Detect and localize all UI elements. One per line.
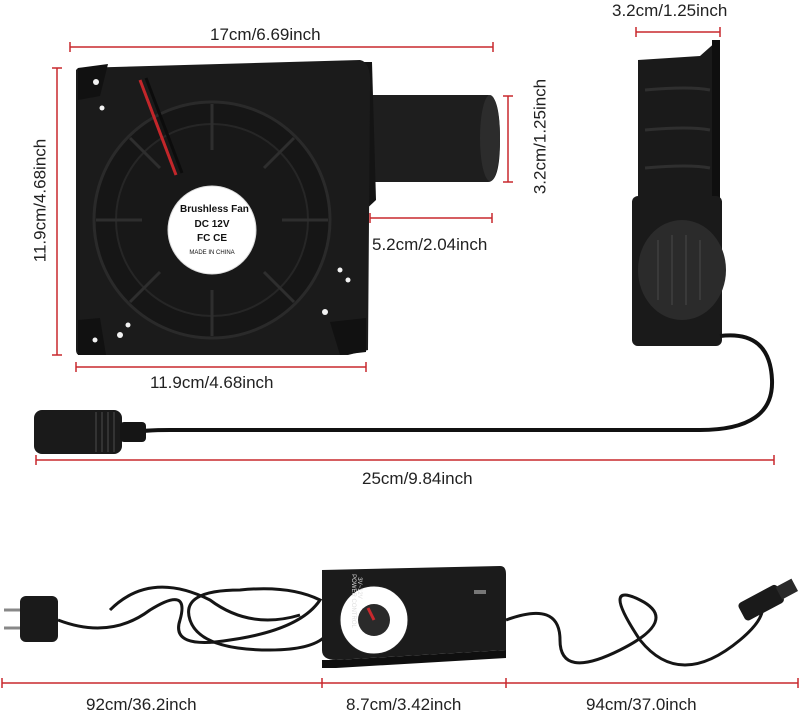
fan-label-line2: DC 12V bbox=[194, 219, 230, 230]
dim-cable-length: 25cm/9.84inch bbox=[362, 469, 473, 488]
fan-black-wire bbox=[144, 77, 184, 174]
fan-side-outlet-opening bbox=[638, 220, 726, 320]
input-cord bbox=[57, 587, 332, 652]
fan-side-body bbox=[638, 40, 718, 200]
controller-label-line2: 3V~12V bbox=[355, 577, 362, 599]
power-adapter bbox=[4, 566, 799, 668]
dim-fan-height: 11.9cm/4.68inch bbox=[30, 138, 50, 263]
fan-red-wire bbox=[138, 79, 178, 176]
output-cord bbox=[505, 593, 764, 667]
dim-side-thickness: 3.2cm/1.25inch bbox=[612, 1, 728, 20]
dim-fan-width: 17cm/6.69inch bbox=[210, 25, 321, 44]
dim-outlet-height: 3.2cm/1.25inch bbox=[530, 78, 550, 195]
fan-label-line1: Brushless Fan bbox=[180, 204, 249, 215]
fan-front-view bbox=[76, 60, 500, 355]
wall-plug bbox=[20, 596, 58, 642]
dim-controller-length: 8.7cm/3.42inch bbox=[346, 695, 462, 714]
fan-cable bbox=[119, 333, 775, 436]
dim-output-cord-length: 94cm/37.0inch bbox=[586, 695, 697, 714]
dc-jack-connector bbox=[34, 410, 146, 454]
dimension-lines bbox=[1, 27, 799, 688]
output-barrel-plug bbox=[738, 578, 799, 621]
dim-outlet-length: 5.2cm/2.04inch bbox=[372, 235, 488, 254]
dim-fan-bottom-width: 11.9cm/4.68inch bbox=[150, 373, 274, 392]
dim-power-cord-length: 92cm/36.2inch bbox=[86, 695, 197, 714]
fan-center-label bbox=[167, 185, 257, 275]
fan-outlet-opening bbox=[480, 95, 500, 181]
fan-side-view bbox=[632, 40, 726, 346]
fan-label-line4: MADE IN CHINA bbox=[189, 250, 235, 256]
fan-label-line3: FC CE bbox=[197, 233, 227, 244]
fan-outlet-tube bbox=[360, 95, 500, 182]
